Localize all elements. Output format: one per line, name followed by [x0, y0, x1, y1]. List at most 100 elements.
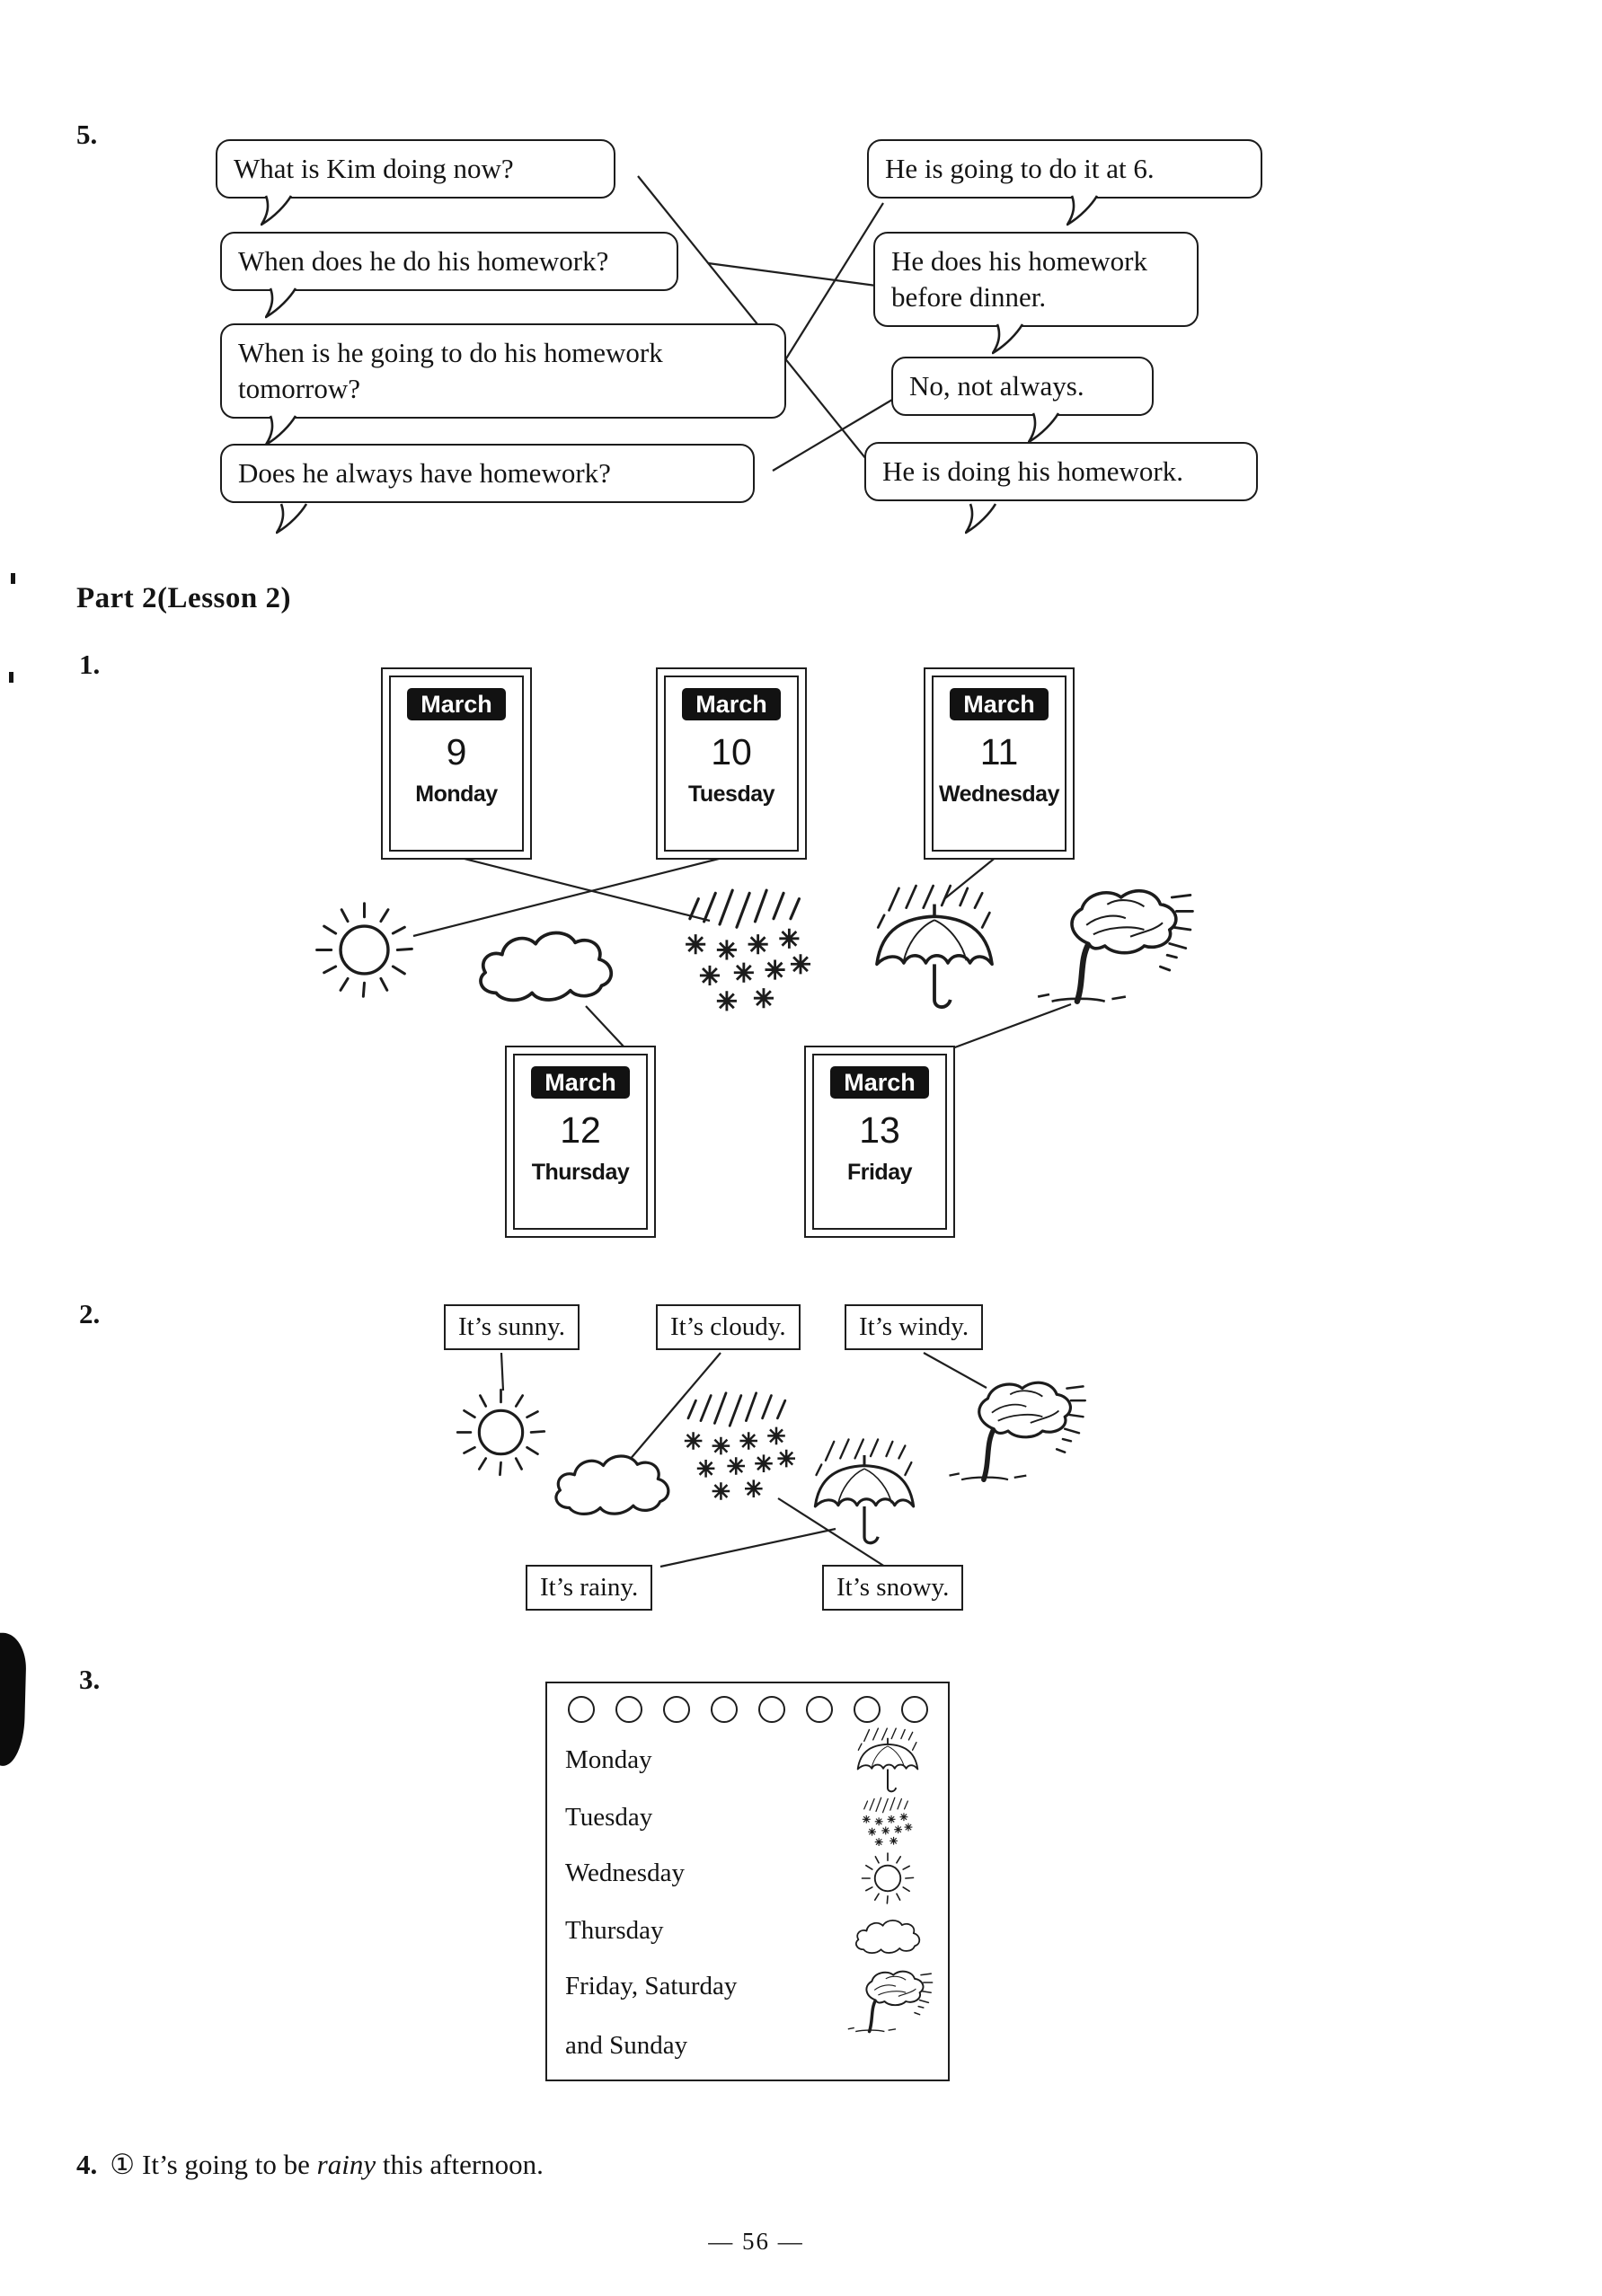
calendar-card-monday: March 9 Monday [381, 667, 532, 860]
calendar-card-thursday: March 12 Thursday [505, 1046, 656, 1238]
snow-icon [676, 1391, 801, 1510]
ring-icon [710, 1696, 738, 1723]
rain-umbrella-icon [867, 883, 1002, 1016]
windy-tree-icon [1033, 883, 1195, 1009]
weekday-label: Monday [415, 782, 498, 807]
question-bubble: What is Kim doing now? [216, 139, 615, 226]
answer-text: He is going to do it at 6. [885, 153, 1155, 184]
ring-icon [757, 1696, 785, 1723]
calendar-card-friday: March 13 Friday [804, 1046, 955, 1238]
question-text: When is he going to do his homework tomo… [238, 337, 663, 404]
section-2-label: 2. [79, 1298, 101, 1329]
bubble-tail-icon [1028, 412, 1060, 444]
weekday-label: Friday [846, 1160, 913, 1185]
answer-text: He does his homework before dinner. [891, 245, 1147, 313]
scan-artifact [11, 573, 15, 584]
day-number: 10 [711, 731, 752, 773]
italic-word: rainy [316, 2149, 376, 2180]
weekday-label: Wednesday [939, 782, 1059, 807]
question-text: What is Kim doing now? [234, 153, 514, 184]
bubble-tail-icon [276, 503, 308, 534]
cloud-icon [469, 923, 626, 1013]
weather-label-windy: It’s windy. [845, 1304, 984, 1350]
calendar-inner: March 11 Wednesday [932, 676, 1067, 852]
part2-heading: Part 2(Lesson 2) [76, 582, 291, 614]
calendar-inner: March 9 Monday [389, 676, 524, 852]
ring-icon [805, 1696, 833, 1723]
scan-artifact [0, 1632, 27, 1767]
day-item-friday-saturday: Friday, Saturday [565, 1972, 738, 2000]
page-number: — 56 — [708, 2228, 804, 2255]
answer-bubble: He does his homework before dinner. [873, 232, 1199, 355]
section-5-label: 5. [76, 119, 98, 150]
weekday-label: Tuesday [687, 782, 775, 807]
calendar-inner: March 10 Tuesday [664, 676, 799, 852]
windy-tree-icon [845, 1967, 934, 2035]
day-item-and-sunday: and Sunday [565, 2031, 688, 2060]
month-label: March [830, 1066, 929, 1099]
day-item-thursday: Thursday [565, 1916, 664, 1945]
bubble-tail-icon [261, 195, 293, 226]
ring-icon [615, 1696, 642, 1723]
ring-icon [662, 1696, 690, 1723]
calendar-card-wednesday: March 11 Wednesday [924, 667, 1075, 860]
question-bubble: Does he always have homework? [220, 444, 755, 534]
bubble-tail-icon [992, 323, 1024, 355]
day-number: 13 [859, 1109, 900, 1151]
month-label: March [682, 688, 781, 720]
month-label: March [950, 688, 1049, 720]
snow-icon [676, 887, 818, 1022]
day-item-wednesday: Wednesday [565, 1859, 685, 1887]
day-item-monday: Monday [565, 1745, 652, 1774]
month-label: March [531, 1066, 630, 1099]
answer-text: He is doing his homework. [882, 455, 1183, 487]
windy-tree-icon [945, 1376, 1087, 1486]
rain-umbrella-icon [807, 1437, 922, 1550]
answer-text: No, not always. [909, 370, 1084, 402]
notebook: Monday Tuesday Wednesday Thursday Friday… [545, 1682, 950, 2081]
weather-label-cloudy: It’s cloudy. [656, 1304, 801, 1350]
sun-icon [313, 898, 416, 1002]
ring-icon [853, 1696, 881, 1723]
sentence-start: It’s going to be [142, 2149, 317, 2180]
weather-label-sunny: It’s sunny. [444, 1304, 580, 1350]
cloud-icon [851, 1913, 926, 1962]
sun-icon [860, 1850, 916, 1906]
sun-icon [454, 1385, 548, 1479]
ring-icon [900, 1696, 928, 1723]
month-label: March [407, 688, 506, 720]
answer-bubble: No, not always. [891, 357, 1154, 444]
answer-bubble: He is doing his homework. [864, 442, 1258, 534]
answer-bubble: He is going to do it at 6. [867, 139, 1262, 226]
section-4-label: 4. [76, 2149, 98, 2180]
circled-number: ① [110, 2149, 136, 2180]
day-number: 11 [979, 731, 1019, 773]
rain-umbrella-icon [853, 1726, 923, 1797]
weather-label-rainy: It’s rainy. [526, 1565, 653, 1611]
cloud-icon [546, 1448, 681, 1525]
bubble-tail-icon [265, 415, 297, 446]
sentence-end: this afternoon. [376, 2149, 544, 2180]
calendar-inner: March 12 Thursday [513, 1054, 648, 1230]
day-number: 12 [560, 1109, 601, 1151]
snow-icon [854, 1797, 919, 1850]
weekday-label: Thursday [531, 1160, 630, 1185]
scan-artifact [9, 672, 13, 683]
question-bubble: When does he do his homework? [220, 232, 678, 319]
bubble-tail-icon [265, 287, 297, 319]
bubble-tail-icon [965, 503, 997, 534]
question-text: When does he do his homework? [238, 245, 609, 277]
section-1-label: 1. [79, 649, 101, 680]
notebook-rings [547, 1683, 948, 1723]
ring-icon [567, 1696, 595, 1723]
question-bubble: When is he going to do his homework tomo… [220, 323, 786, 446]
calendar-card-tuesday: March 10 Tuesday [656, 667, 807, 860]
calendar-inner: March 13 Friday [812, 1054, 947, 1230]
day-number: 9 [446, 731, 467, 773]
weather-label-snowy: It’s snowy. [822, 1565, 964, 1611]
question-text: Does he always have homework? [238, 457, 611, 489]
day-item-tuesday: Tuesday [565, 1803, 653, 1832]
bubble-tail-icon [1067, 195, 1099, 226]
